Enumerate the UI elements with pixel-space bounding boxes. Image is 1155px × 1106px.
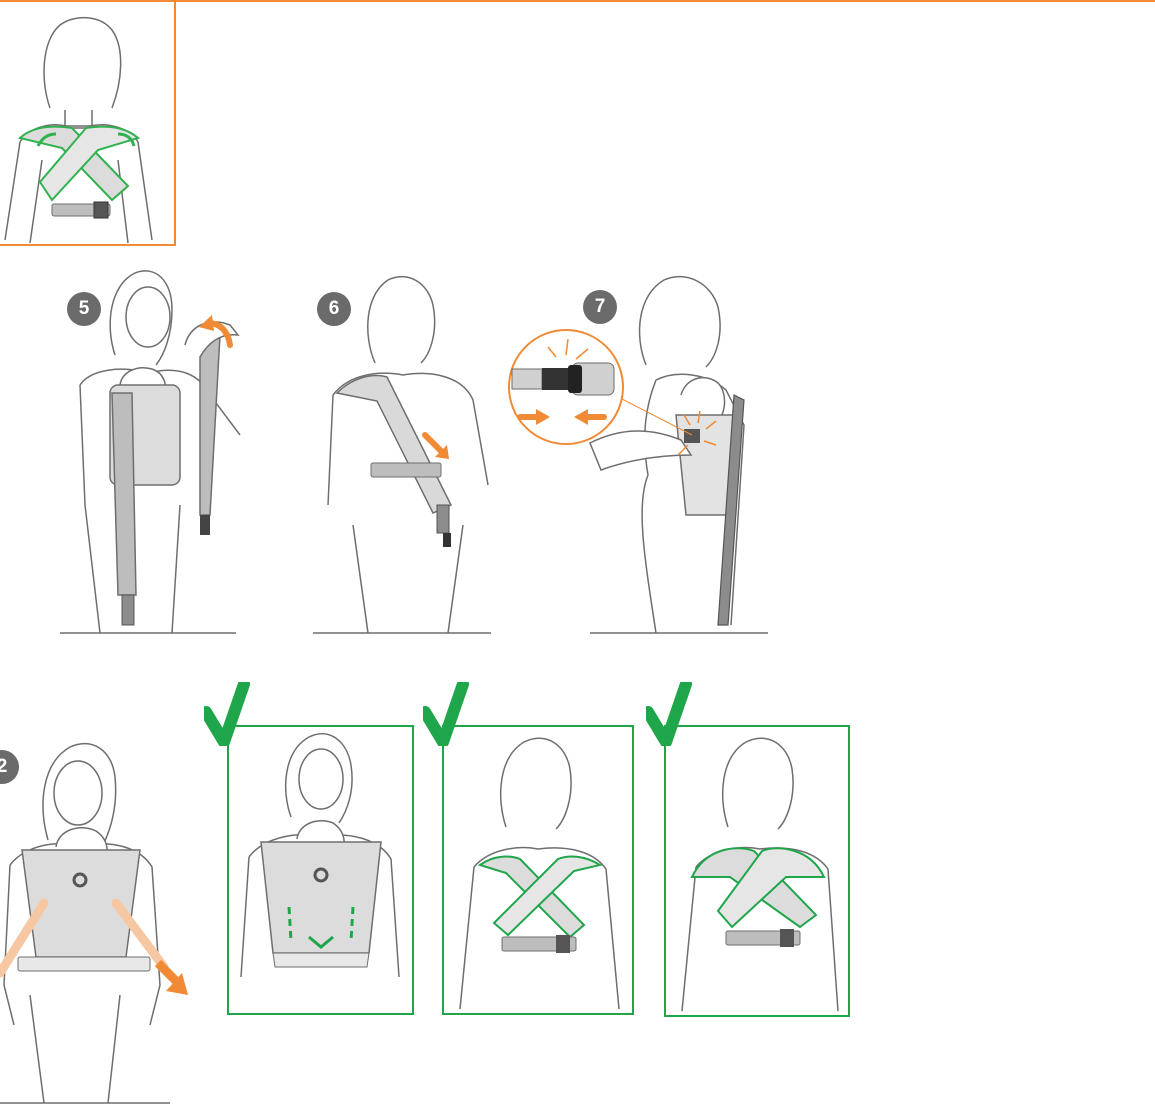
step-5-panel: 5 (60, 265, 240, 635)
figure-step-7 (506, 265, 771, 635)
check-mark-icon (423, 682, 469, 746)
correct-example-frame-3 (664, 725, 850, 1017)
step-2-panel: 2 (0, 735, 190, 1106)
figure-correct-back-wide (666, 727, 848, 1015)
figure-step-2 (0, 735, 190, 1106)
figure-correct-back-narrow (444, 727, 632, 1013)
step-badge-6: 6 (317, 292, 351, 326)
check-mark-icon (646, 682, 692, 746)
figure-correct-front (229, 727, 412, 1013)
step-badge-5: 5 (67, 292, 101, 326)
step-badge-7: 7 (583, 290, 617, 324)
correct-example-frame-2 (442, 725, 634, 1015)
step-7-panel: 7 (506, 265, 771, 635)
panel-frame-orange (0, 0, 176, 246)
step-6-panel: 6 (313, 265, 493, 635)
correct-example-frame-1 (227, 725, 414, 1015)
check-mark-icon (204, 682, 250, 746)
panel-back-cross-straps (0, 0, 176, 246)
